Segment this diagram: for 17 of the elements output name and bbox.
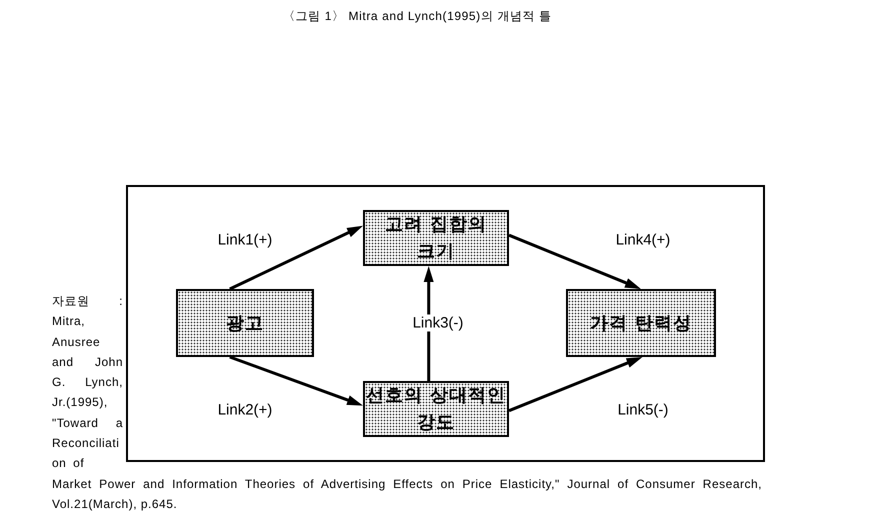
source-note: 자료원 : Mitra, Anusree and John G. Lynch, Jr.(1995), "Toward a Reconciliation of [52,293,123,472]
edge-label: Link3(-) [410,314,466,332]
arrow [508,234,641,289]
concept-box: 가격 탄력성 [566,289,716,357]
diagram-frame [126,185,765,462]
concept-box: 광고 [176,289,314,357]
source-note: Market Power and Information Theories of Advertising Effects on Price Elasticity," Journal of Consumer Research, Vol.21(March), p.645. [52,476,762,514]
figure-title: 〈그림 1〉 Mitra and Lynch(1995)의 개념적 틀 [283,8,552,25]
concept-box: 고려 집합의 크기 [363,210,509,266]
edge-label: Link4(+) [614,232,672,248]
arrow [508,356,642,412]
edge-label: Link5(-) [616,402,670,418]
arrow [229,356,363,406]
edge-label: Link2(+) [216,402,274,418]
concept-box: 선호의 상대적인 강도 [363,381,509,437]
edge-label: Link1(+) [216,232,274,248]
arrow [229,226,364,290]
